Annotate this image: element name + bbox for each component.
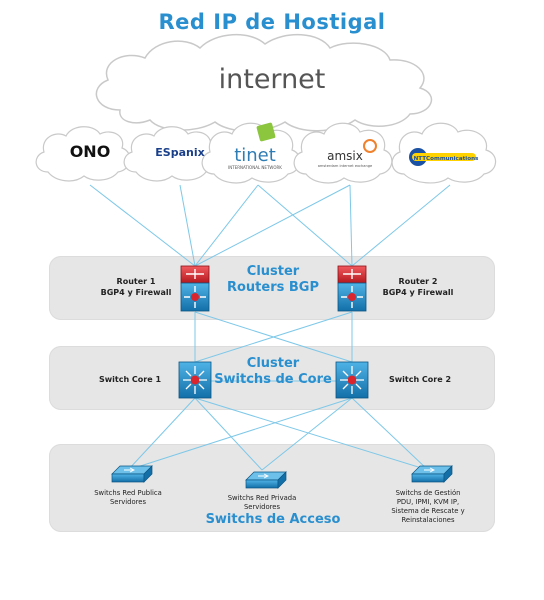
router-1-label: Router 1 BGP4 y Firewall [96, 276, 176, 298]
tinet-logo: tinet INTERNATIONAL NETWORK [228, 122, 282, 170]
svg-text:NTTCommunications: NTTCommunications [414, 156, 479, 162]
svg-text:INTERNATIONAL NETWORK: INTERNATIONAL NETWORK [228, 165, 282, 170]
routers-panel [49, 256, 495, 320]
page-title: Red IP de Hostigal [158, 10, 386, 34]
svg-text:amsix: amsix [327, 149, 363, 163]
access-2-label: Switchs Red Privada Servidores [212, 494, 312, 512]
core-2-label: Switch Core 2 [388, 375, 452, 384]
access-3-line3: Sistema de Rescate y [391, 507, 465, 515]
router-1-line2: BGP4 y Firewall [100, 288, 172, 297]
routers-cluster-line1: Cluster [246, 264, 300, 279]
internet-label: internet [218, 64, 326, 95]
routers-cluster-title: Cluster Routers BGP [214, 264, 332, 296]
access-3-line2: PDU, IPMI, KVM IP, [396, 498, 460, 506]
core-cluster-line2: Switchs de Core [214, 372, 332, 387]
core-switch-2-icon [335, 361, 369, 399]
access-switch-3-icon [411, 465, 453, 483]
access-3-line1: Switchs de Gestión [395, 489, 461, 497]
espanix-logo: ESpanix [155, 146, 204, 159]
router-2-label: Router 2 BGP4 y Firewall [376, 276, 460, 298]
svg-text:tinet: tinet [234, 145, 276, 166]
links [89, 184, 451, 471]
ntt-logo: NTTCommunications [409, 148, 479, 166]
svg-text:ESpanix: ESpanix [155, 146, 204, 159]
router-1-line1: Router 1 [116, 277, 156, 286]
cloud-ono [35, 126, 131, 182]
ono-logo: ONO [70, 142, 111, 161]
cloud-tinet [201, 122, 301, 184]
svg-text:amsterdam internet exchange: amsterdam internet exchange [318, 164, 373, 168]
access-3-line4: Reinstalaciones [401, 516, 455, 524]
amsix-logo: amsix amsterdam internet exchange [318, 139, 377, 168]
cloud-espanix [123, 126, 219, 182]
core-panel [49, 346, 495, 410]
access-switch-2-icon [245, 471, 287, 489]
internet-cloud [95, 33, 433, 132]
access-1-label: Switchs Red Publica Servidores [78, 489, 178, 507]
cloud-amsix [293, 122, 393, 184]
access-1-line1: Switchs Red Publica [94, 489, 162, 497]
svg-text:ONO: ONO [70, 142, 111, 161]
router-2-line1: Router 2 [398, 277, 438, 286]
core-cluster-title: Cluster Switchs de Core [210, 356, 336, 388]
access-3-label: Switchs de Gestión PDU, IPMI, KVM IP, Si… [380, 489, 476, 525]
access-2-line1: Switchs Red Privada [227, 494, 297, 502]
routers-cluster-line2: Routers BGP [226, 280, 319, 295]
access-2-line2: Servidores [243, 503, 281, 511]
access-cluster-title: Switchs de Acceso [205, 512, 341, 527]
core-switch-1-icon [178, 361, 212, 399]
access-switch-1-icon [111, 465, 153, 483]
access-1-line2: Servidores [109, 498, 147, 506]
router-1-icon [180, 265, 210, 312]
isp-clouds [35, 122, 497, 184]
router-2-icon [337, 265, 367, 312]
core-1-label: Switch Core 1 [98, 375, 162, 384]
router-2-line2: BGP4 y Firewall [382, 288, 454, 297]
core-cluster-line1: Cluster [246, 356, 300, 371]
